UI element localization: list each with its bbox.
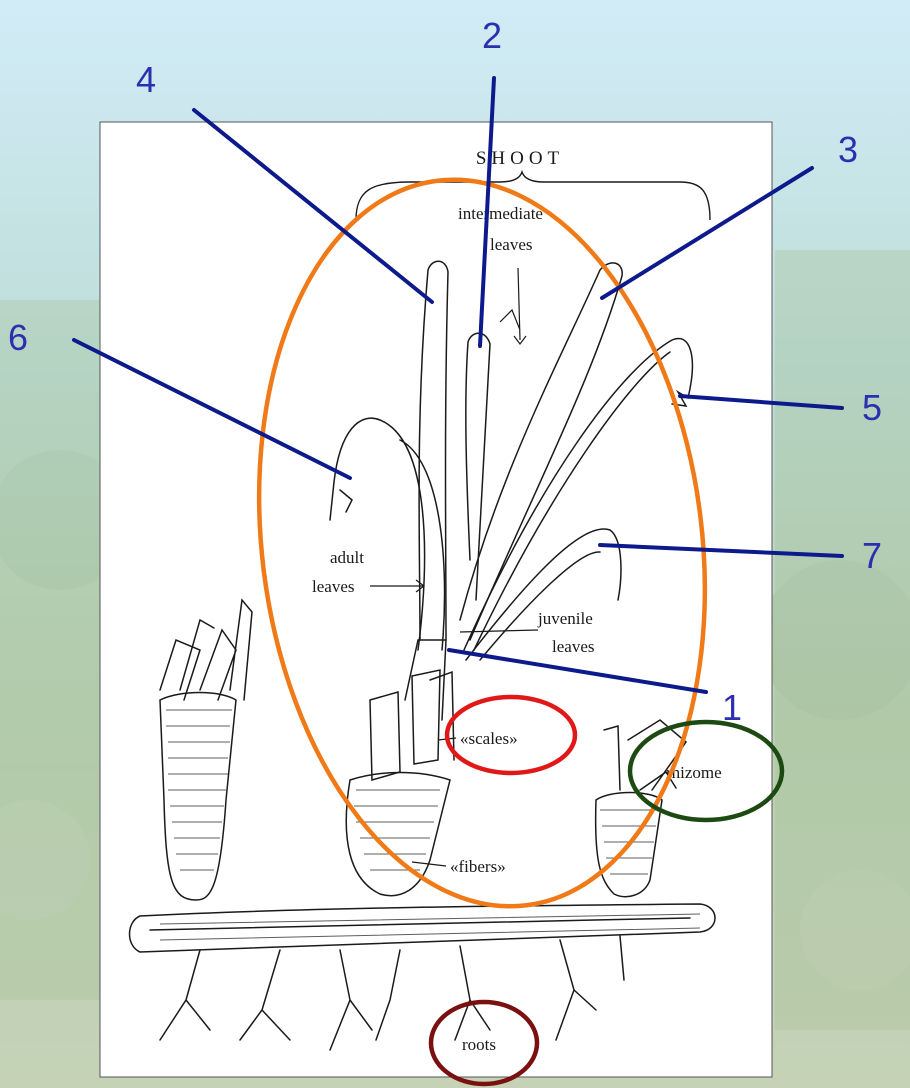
scales-label: «scales» [460, 729, 518, 748]
fibers-label: «fibers» [450, 857, 506, 876]
callout-number-7: 7 [862, 535, 882, 576]
callout-number-3: 3 [838, 129, 858, 170]
roots-label: roots [462, 1035, 496, 1054]
callout-number-4: 4 [136, 59, 156, 100]
callout-number-2: 2 [482, 15, 502, 56]
callout-number-6: 6 [8, 317, 28, 358]
callout-number-1: 1 [722, 687, 742, 728]
callout-number-5: 5 [862, 387, 882, 428]
